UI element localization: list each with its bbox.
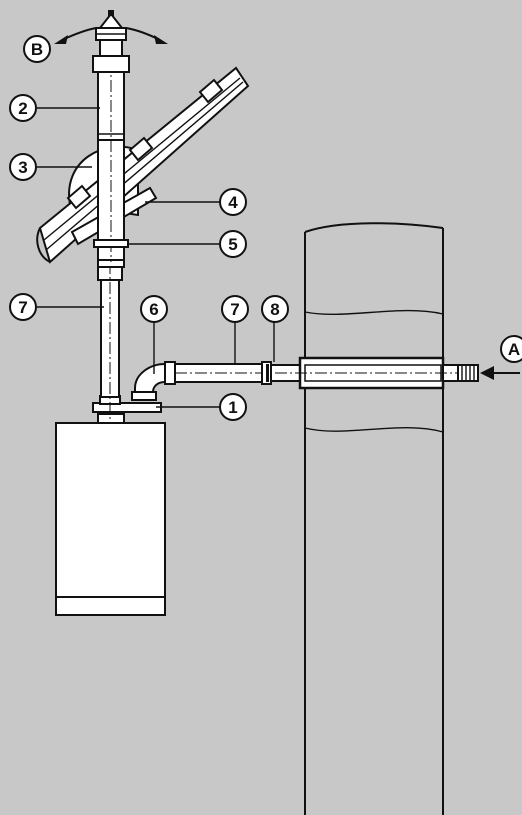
boiler-unit <box>55 413 166 616</box>
callout-1: 1 <box>219 393 247 421</box>
terminal-cowl <box>95 10 127 57</box>
terminal-collar <box>92 55 130 73</box>
callout-2: 2 <box>9 94 37 122</box>
callout-6: 6 <box>140 295 168 323</box>
callout-b: B <box>23 35 51 63</box>
svg-text:8: 8 <box>270 300 279 319</box>
callout-7-left: 7 <box>9 293 37 321</box>
callout-5: 5 <box>219 230 247 258</box>
svg-text:7: 7 <box>230 300 239 319</box>
svg-text:A: A <box>508 340 520 359</box>
intake-arrow <box>480 366 520 380</box>
svg-text:4: 4 <box>228 193 238 212</box>
callout-8: 8 <box>261 295 289 323</box>
callout-a: A <box>500 335 522 363</box>
pipe-joint <box>261 361 272 385</box>
svg-text:1: 1 <box>228 398 237 417</box>
svg-text:7: 7 <box>18 298 27 317</box>
wall-terminal-grille <box>457 364 479 382</box>
svg-text:5: 5 <box>228 235 237 254</box>
leader-lines <box>37 107 275 408</box>
roof-section <box>36 66 250 264</box>
chimney-shaft <box>304 222 444 815</box>
pipe-clamp <box>93 239 129 248</box>
svg-text:3: 3 <box>18 158 27 177</box>
callout-4: 4 <box>219 188 247 216</box>
svg-text:6: 6 <box>149 300 158 319</box>
callout-7-right: 7 <box>221 295 249 323</box>
exhaust-arrows <box>54 27 168 44</box>
vertical-flue-pipe-lower <box>97 261 123 420</box>
elbow-fitting <box>131 361 176 401</box>
horizontal-flue-pipe <box>171 356 470 390</box>
svg-text:B: B <box>31 40 43 59</box>
callout-3: 3 <box>9 153 37 181</box>
svg-text:2: 2 <box>18 99 27 118</box>
